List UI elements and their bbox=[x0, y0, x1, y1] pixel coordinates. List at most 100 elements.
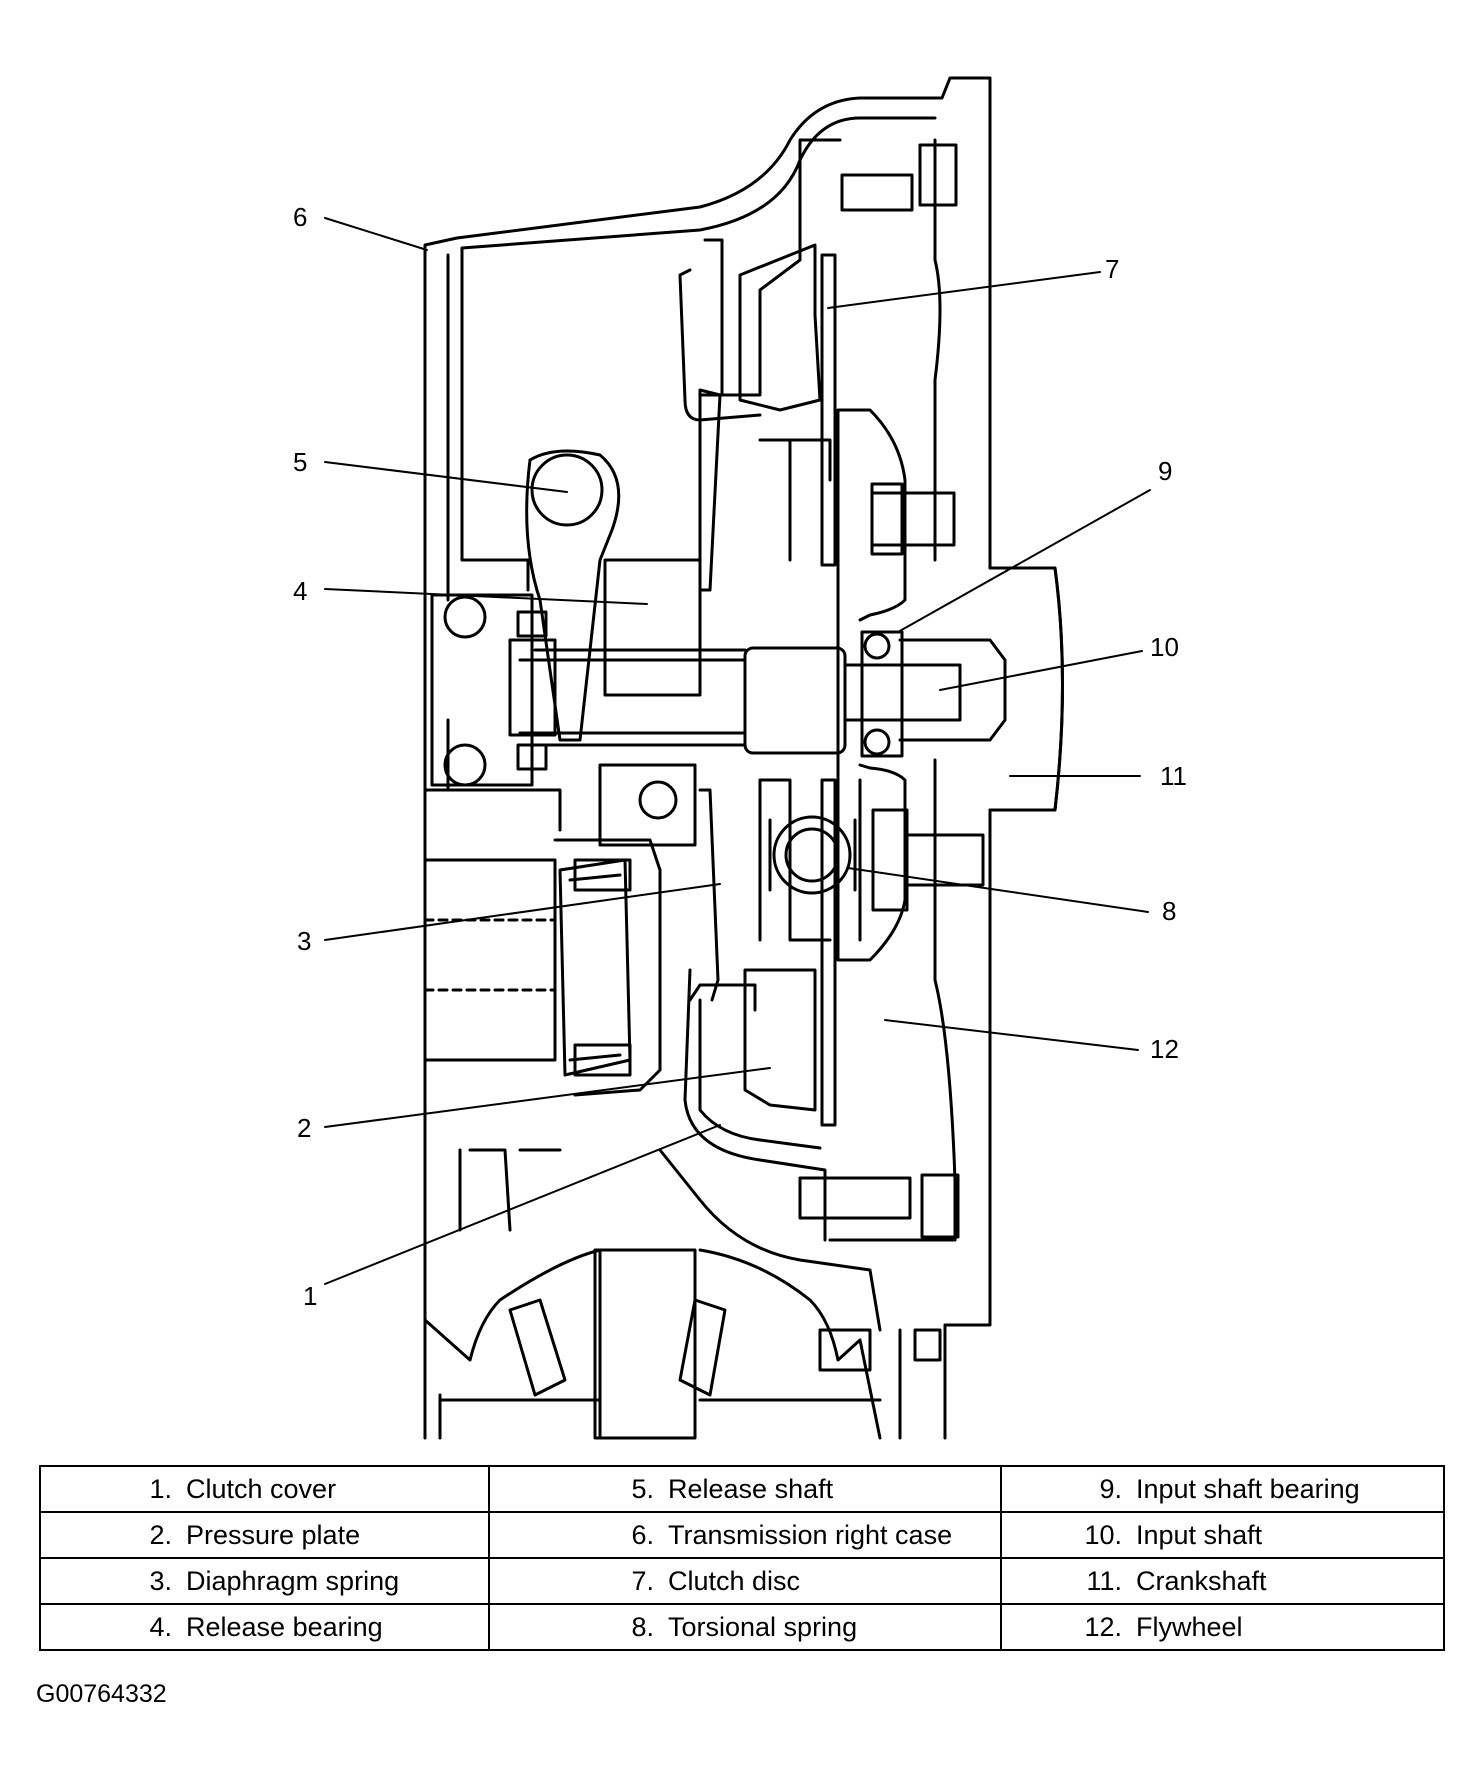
legend-cell: 9.Input shaft bearing bbox=[1000, 1465, 1445, 1513]
release-fork-arm bbox=[525, 449, 621, 742]
callout-3: 3 bbox=[297, 926, 311, 956]
callout-8: 8 bbox=[1162, 896, 1176, 926]
callout-11: 11 bbox=[1160, 761, 1187, 791]
shaft-collar bbox=[508, 638, 557, 737]
bottom-bolt bbox=[798, 1176, 912, 1220]
pressure-plate bbox=[738, 243, 822, 1112]
callout-1: 1 bbox=[303, 1281, 317, 1311]
parts-legend-table: 1.Clutch cover 5.Release shaft 9.Input s… bbox=[39, 1465, 1445, 1651]
callout-12: 12 bbox=[1150, 1034, 1179, 1064]
input-shaft-hub bbox=[743, 646, 847, 755]
legend-label: Release shaft bbox=[668, 1473, 834, 1504]
side-seal bbox=[913, 1328, 942, 1362]
input-bearing-race bbox=[860, 630, 904, 758]
legend-cell: 6.Transmission right case bbox=[488, 1511, 1002, 1559]
legend-number: 12. bbox=[1084, 1611, 1122, 1642]
legend-cell: 2. Pressure plate bbox=[39, 1511, 490, 1559]
leader-line-9 bbox=[897, 489, 1151, 633]
callout-7: 7 bbox=[1105, 254, 1119, 284]
differential-gear-right bbox=[678, 1298, 727, 1397]
callout-10: 10 bbox=[1150, 632, 1179, 662]
clutch-cross-section-diagram: 1 2 3 4 5 6 7 8 9 10 11 12 bbox=[293, 76, 1187, 1440]
clutch-cover bbox=[678, 138, 842, 1242]
legend-cell: 7. Clutch disc bbox=[488, 1557, 1002, 1605]
differential-shaft bbox=[593, 1248, 697, 1440]
legend-row: 4. Release bearing 8.Torsional spring 12.… bbox=[39, 1603, 1445, 1651]
leader-line-7 bbox=[827, 271, 1101, 309]
leader-line-12 bbox=[884, 1019, 1139, 1051]
legend-cell: 11.Crankshaft bbox=[1000, 1557, 1445, 1605]
legend-number: 2. bbox=[149, 1519, 172, 1550]
left-bearing-ball-lower bbox=[443, 743, 487, 787]
leader-line-10 bbox=[939, 650, 1143, 691]
legend-label: Input shaft bbox=[1136, 1519, 1263, 1550]
legend-label: Pressure plate bbox=[186, 1519, 361, 1550]
lower-right-bearing bbox=[818, 1328, 872, 1372]
lower-floor-lines bbox=[438, 1328, 902, 1440]
lower-left-block-lines bbox=[423, 918, 557, 992]
left-bearing-seal-2 bbox=[516, 743, 548, 771]
top-bolt-head bbox=[918, 143, 958, 207]
legend-number: 11. bbox=[1086, 1565, 1122, 1596]
legend-label: Flywheel bbox=[1136, 1611, 1243, 1642]
leader-line-6 bbox=[324, 217, 428, 251]
legend-number: 1. bbox=[149, 1473, 172, 1504]
differential-upper bbox=[458, 1148, 562, 1232]
left-bearing-seal bbox=[516, 610, 548, 638]
legend-label: Transmission right case bbox=[668, 1519, 953, 1550]
lower-bolt-head bbox=[871, 808, 909, 912]
lower-left-block bbox=[423, 858, 557, 1062]
release-bearing-lower bbox=[598, 763, 697, 847]
tapered-bearing bbox=[558, 858, 632, 1077]
case-lower-channel bbox=[658, 1148, 882, 1332]
legend-cell: 4. Release bearing bbox=[39, 1603, 490, 1651]
crankshaft-outline bbox=[988, 566, 1064, 812]
gear-housing bbox=[553, 838, 662, 1097]
input-shaft-bearing-upper bbox=[863, 632, 891, 660]
legend-label: Input shaft bearing bbox=[1136, 1473, 1360, 1504]
leader-line-1 bbox=[324, 1124, 721, 1285]
legend-number: 4. bbox=[149, 1611, 172, 1642]
differential-gear-left bbox=[508, 1298, 567, 1397]
legend-label: Clutch disc bbox=[668, 1565, 801, 1596]
leader-line-8 bbox=[847, 867, 1149, 913]
flywheel bbox=[836, 408, 907, 962]
legend-cell: 1.Clutch cover bbox=[39, 1465, 490, 1513]
torsional-spring-outer bbox=[772, 815, 852, 895]
legend-label: Release bearing bbox=[186, 1611, 383, 1642]
legend-label: Diaphragm spring bbox=[186, 1565, 400, 1596]
legend-cell: 12. Flywheel bbox=[1000, 1603, 1445, 1651]
legend-cell: 10. Input shaft bbox=[1000, 1511, 1445, 1559]
callout-5: 5 bbox=[293, 447, 307, 477]
legend-number: 8. bbox=[631, 1611, 654, 1642]
bearing-cup-lower bbox=[573, 1043, 632, 1077]
legend-number: 10. bbox=[1084, 1519, 1122, 1550]
clutch-disc-hub bbox=[758, 438, 832, 942]
input-shaft-bearing-lower bbox=[863, 728, 891, 756]
legend-row: 1.Clutch cover 5.Release shaft 9.Input s… bbox=[39, 1465, 1445, 1513]
transmission-case-outline bbox=[423, 76, 1064, 1440]
legend-number: 7. bbox=[631, 1565, 654, 1596]
upper-bolt-head bbox=[870, 482, 904, 556]
legend-number: 3. bbox=[149, 1565, 172, 1596]
torsional-spring-inner bbox=[784, 827, 840, 883]
leader-line-5 bbox=[324, 461, 568, 493]
left-bearing-housing bbox=[430, 593, 534, 787]
crankshaft-end bbox=[898, 638, 1007, 742]
differential-case bbox=[423, 1248, 882, 1440]
release-bearing-ball bbox=[638, 780, 678, 820]
bearing-cup-upper bbox=[573, 858, 632, 892]
legend-cell: 8.Torsional spring bbox=[488, 1603, 1002, 1651]
bottom-bolt-head bbox=[920, 1173, 960, 1239]
legend-row: 3. Diaphragm spring 7. Clutch disc 11.Cran… bbox=[39, 1557, 1445, 1605]
input-shaft-lower bbox=[533, 648, 747, 747]
leader-line-4 bbox=[324, 588, 648, 605]
upper-bolt bbox=[870, 491, 956, 547]
legend-row: 2. Pressure plate 6.Transmission right ca… bbox=[39, 1511, 1445, 1559]
torsional-spring-housing bbox=[758, 778, 862, 942]
legend-cell: 5.Release shaft bbox=[488, 1465, 1002, 1513]
clutch-disc bbox=[820, 253, 837, 1127]
release-bearing bbox=[603, 558, 702, 697]
callout-9: 9 bbox=[1158, 456, 1172, 486]
callout-4: 4 bbox=[293, 576, 307, 606]
